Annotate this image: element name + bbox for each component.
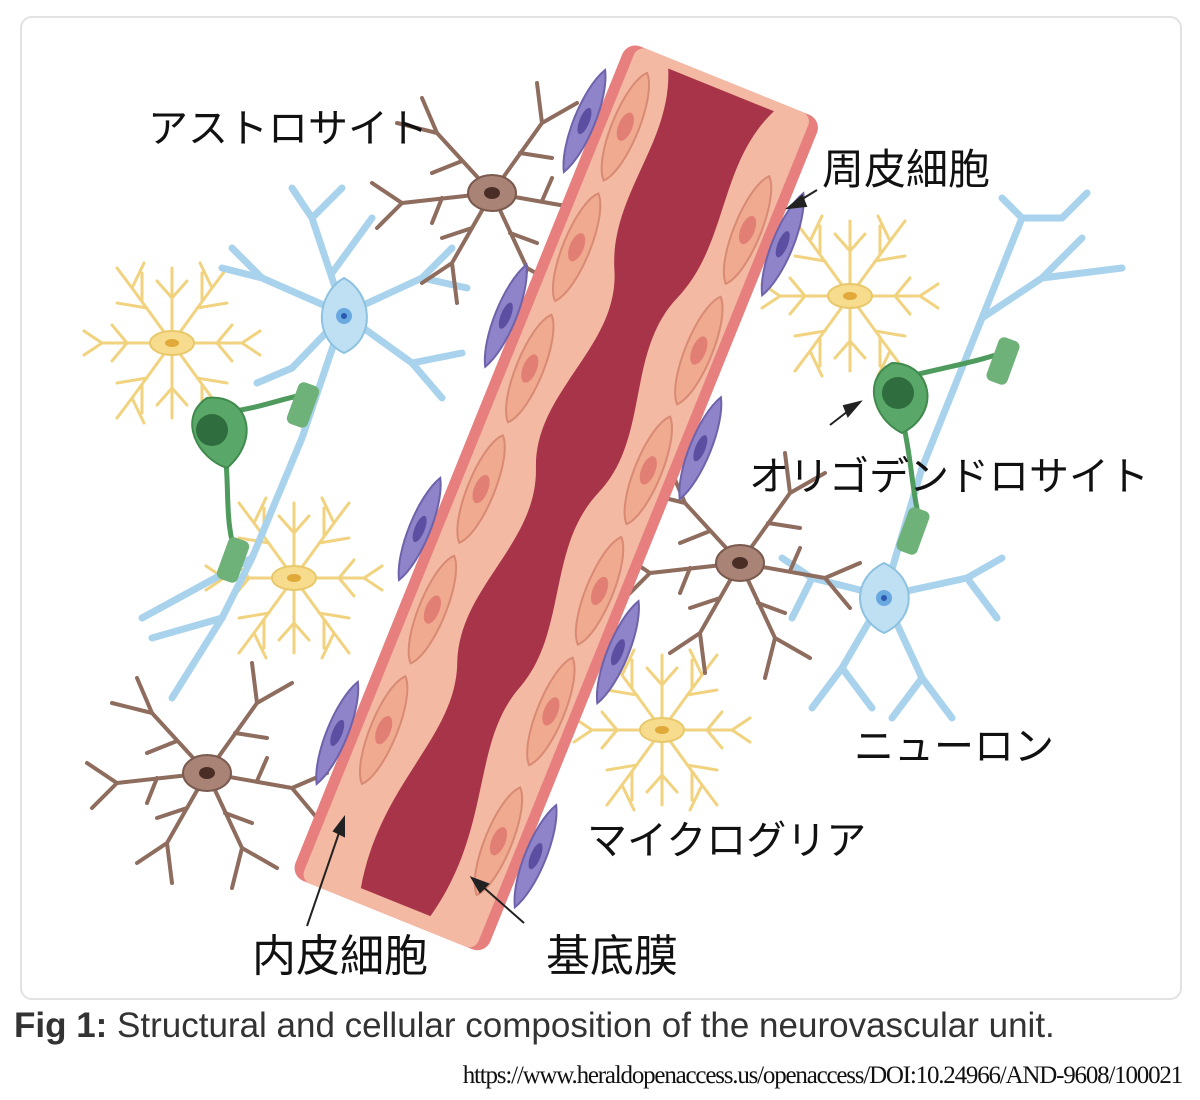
neuron-label: ニューロン [854,724,1054,770]
astrocyte-label: アストロサイト [148,106,428,152]
astrocyte-cell [82,261,262,425]
figure-number: Fig 1: [14,1006,108,1045]
endothelial-arrow [306,815,345,927]
basement-membrane-arrow [469,876,525,924]
pericyte-label: 周皮細胞 [822,145,991,194]
oligodendrocyte-cell-right [873,337,1020,555]
neuron-cell-right [778,189,1126,722]
pericyte-arrow [784,189,818,210]
neurovascular-unit-diagram [82,45,1126,951]
oligodendrocyte-arrow [829,400,863,426]
source-url: https://www.heraldopenaccess.us/openacce… [462,1062,1183,1089]
oligodendrocyte-cell-left [191,382,320,583]
figure-caption: Fig 1: Structural and cellular compositi… [14,1006,1055,1046]
endothelial-label: 内皮細胞 [252,931,428,982]
microglia-label: マイクログリア [587,818,867,864]
microglia-cell [85,661,329,890]
basement-membrane-label: 基底膜 [546,931,678,982]
label-arrows [306,189,863,927]
caption-text: Structural and cellular composition of t… [107,1006,1055,1045]
blood-vessel [294,45,818,951]
oligodendrocyte-label: オリゴデンドロサイト [749,454,1149,500]
figure-frame: アストロサイト 周皮細胞 オリゴデンドロサイト ニューロン マイクログリア 内皮… [20,16,1182,1000]
